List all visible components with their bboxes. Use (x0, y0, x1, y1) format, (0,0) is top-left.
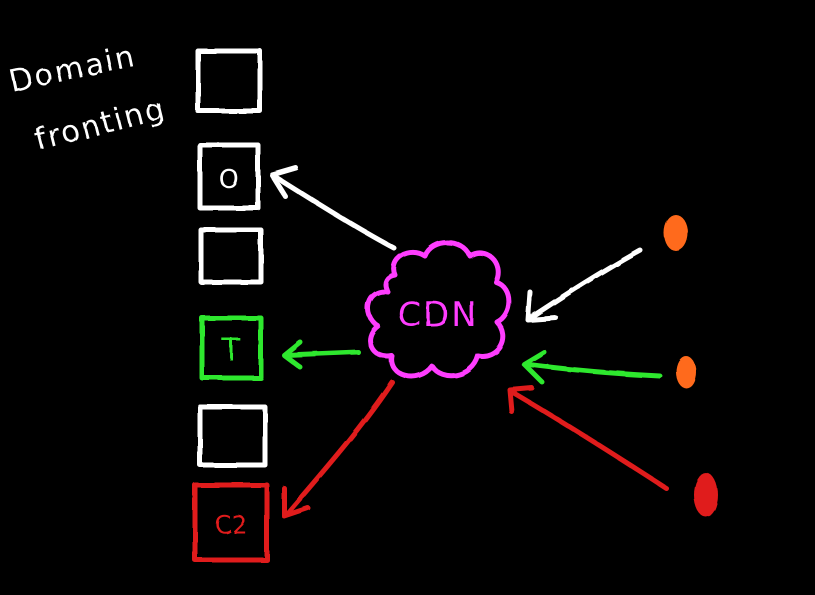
server-box-1 (195, 48, 263, 114)
arrowhead-client-mid-to-cdn (521, 349, 547, 385)
cdn-cloud-outline (365, 240, 512, 379)
server-column (192, 48, 270, 563)
server-box-4 (199, 315, 264, 381)
arrowhead-client-top-to-cdn (525, 289, 559, 323)
cdn-label: CDN (397, 295, 478, 335)
arrow-cdn-to-o (271, 173, 397, 251)
clients (664, 215, 718, 517)
arrowhead-client-bottom-to-cdn (507, 385, 535, 415)
server-box-6 (192, 482, 270, 563)
server-box-3 (198, 227, 264, 285)
arrowhead-cdn-to-t (281, 339, 303, 370)
client-dot-top (664, 215, 688, 251)
arrow-cdn-to-c2 (283, 379, 395, 518)
title-line-2: fronting (31, 91, 169, 157)
server-label-o: O (219, 165, 239, 195)
arrow-cdn-to-t (283, 349, 361, 358)
arrow-client-bottom-to-cdn (509, 389, 669, 491)
client-dot-middle (676, 356, 696, 388)
arrows (269, 165, 669, 519)
arrow-client-mid-to-cdn (522, 361, 663, 379)
server-label-c2: C2 (215, 511, 247, 539)
server-label-t: T (221, 333, 241, 368)
arrow-client-top-to-cdn (527, 247, 643, 321)
cdn-cloud: CDN (365, 240, 512, 379)
client-dot-bottom (694, 473, 718, 517)
server-box-2 (197, 142, 261, 211)
title-line-1: Domain (6, 39, 139, 100)
title: Domain fronting (6, 39, 169, 158)
arrowhead-cdn-to-o (269, 165, 299, 199)
arrowhead-cdn-to-c2 (281, 485, 311, 519)
server-box-5 (197, 404, 268, 468)
